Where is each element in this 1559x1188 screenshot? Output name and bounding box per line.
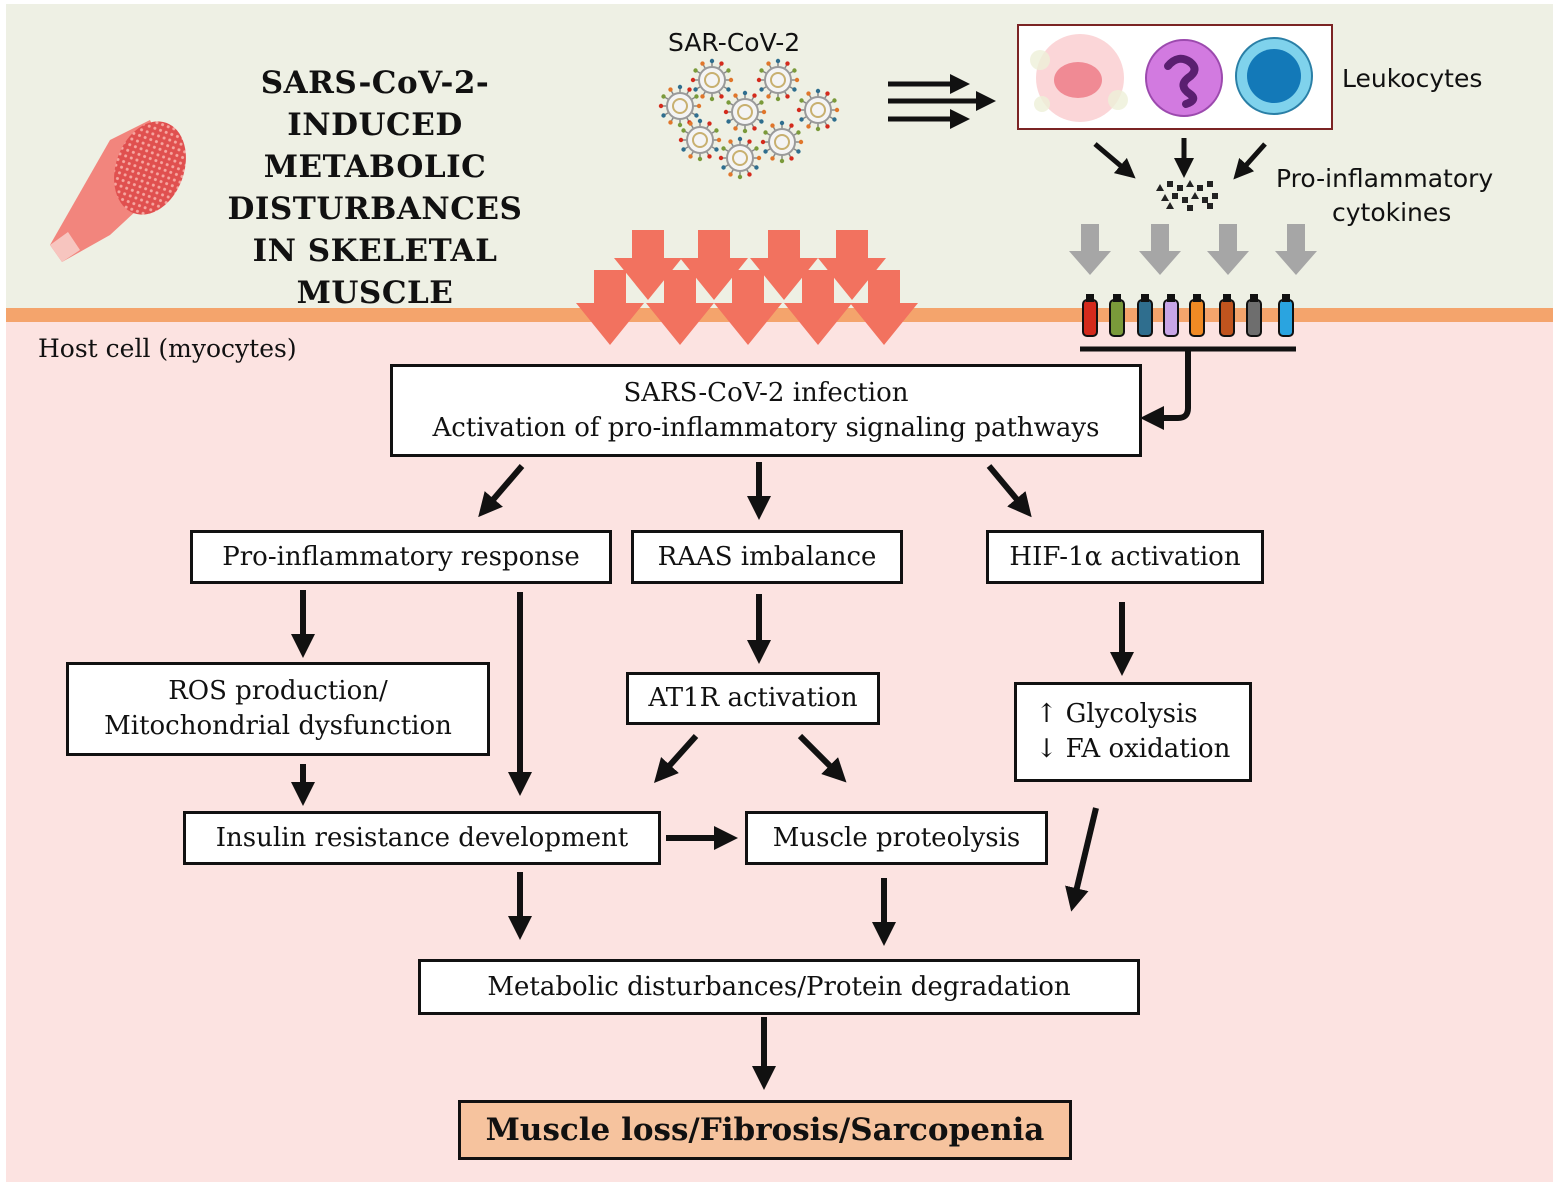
at1r-to-insulin-arrow (653, 733, 699, 783)
virus-particle-icon (756, 58, 800, 102)
receptor-icon (1246, 294, 1262, 337)
infection-to-hif-arrow (986, 464, 1032, 518)
receptor-icon (1137, 294, 1153, 337)
metabolic-disturbances-box: Metabolic disturbances/Protein degradati… (418, 959, 1140, 1015)
hif-activation-box: HIF-1α activation (986, 530, 1264, 584)
virus-particle-icon (760, 120, 804, 164)
receptor-icon (1219, 294, 1235, 337)
virus-particle-icon (718, 136, 762, 180)
cytokines-label-line-1: Pro-inflammatory (1276, 164, 1494, 193)
virus-particle-icon (658, 84, 702, 128)
ros-line-1: ROS production/ (168, 676, 388, 706)
title-line-4: IN SKELETAL (252, 233, 498, 269)
virus-entry-arrow (784, 270, 852, 345)
virus-label: SAR-CoV-2 (668, 28, 801, 57)
glycolysis-to-metabolic-arrow (1065, 807, 1099, 912)
at1r-activation-text: AT1R activation (648, 683, 858, 713)
proinflammatory-response-box: Pro-inflammatory response (190, 530, 612, 584)
receptor-icon (1278, 294, 1294, 337)
muscle-proteolysis-box: Muscle proteolysis (745, 811, 1048, 865)
lymphocyte-icon (1235, 37, 1313, 115)
insulin-resistance-box: Insulin resistance development (183, 811, 661, 865)
neutrophil-icon (1145, 39, 1223, 117)
virus-entry-arrow (714, 270, 782, 345)
raas-imbalance-text: RAAS imbalance (657, 541, 877, 572)
virus-entry-arrow (614, 230, 682, 300)
virus-particle-icon (723, 90, 767, 134)
at1r-activation-box: AT1R activation (626, 672, 880, 725)
title-line-2: METABOLIC (263, 149, 487, 185)
cytokine-signal-arrow (1069, 224, 1111, 275)
receptor-to-infection-arrow (1140, 350, 1191, 430)
virus-particle-icon (690, 58, 734, 102)
hif-activation-text: HIF-1α activation (1009, 541, 1241, 572)
metabolic-disturbances-text: Metabolic disturbances/Protein degradati… (487, 971, 1071, 1002)
receptor-icon (1109, 294, 1125, 337)
virus-entry-arrow (850, 270, 918, 345)
leukocyte-to-cytokine-arrow (1233, 142, 1267, 180)
title-line-3: DISTURBANCES (227, 191, 523, 227)
muscle-proteolysis-text: Muscle proteolysis (772, 822, 1021, 853)
infection-to-proinflammatory-arrow (478, 464, 525, 518)
cytokine-cluster-icon (1156, 180, 1218, 211)
proinflammatory-response-text: Pro-inflammatory response (222, 541, 580, 572)
virus-particle-icon (678, 118, 722, 162)
virus-entry-arrow (646, 270, 714, 345)
receptor-icon (1189, 294, 1205, 337)
macrophage-icon (1030, 34, 1128, 122)
virus-particle-icon (796, 88, 840, 132)
cytokine-signal-arrow (1275, 224, 1317, 275)
ros-line-2: Mitochondrial dysfunction (104, 711, 452, 741)
virus-entry-arrow (818, 230, 886, 300)
fa-oxidation-text: ↓ FA oxidation (1035, 734, 1231, 764)
glycolysis-box: ↑ Glycolysis ↓ FA oxidation (1014, 682, 1252, 782)
receptor-icon (1163, 294, 1179, 337)
cytokine-signal-arrow (1139, 224, 1181, 275)
final-outcome-box: Muscle loss/Fibrosis/Sarcopenia (458, 1100, 1072, 1160)
at1r-to-proteolysis-arrow (797, 733, 847, 783)
glycolysis-text: ↑ Glycolysis (1035, 699, 1198, 729)
cytokines-label-line-2: cytokines (1332, 198, 1452, 227)
leukocytes-label: Leukocytes (1342, 64, 1483, 93)
virus-entry-arrow (576, 270, 644, 345)
infection-line-1: SARS-CoV-2 infection (623, 377, 909, 408)
raas-imbalance-box: RAAS imbalance (631, 530, 903, 584)
insulin-resistance-text: Insulin resistance development (215, 822, 629, 853)
title-line-1: SARS-CoV-2-INDUCED (260, 65, 490, 143)
leukocyte-to-cytokine-arrow (1093, 142, 1136, 179)
diagram-title: SARS-CoV-2-INDUCED METABOLIC DISTURBANCE… (175, 62, 575, 314)
infection-line-2: Activation of pro-inflammatory signaling… (432, 412, 1100, 443)
cytokine-signal-arrow (1207, 224, 1249, 275)
receptor-icon (1082, 294, 1098, 337)
ros-box: ROS production/ Mitochondrial dysfunctio… (66, 662, 490, 756)
infection-box: SARS-CoV-2 infection Activation of pro-i… (390, 364, 1142, 457)
virus-entry-arrow (680, 230, 748, 300)
final-outcome-text: Muscle loss/Fibrosis/Sarcopenia (485, 1111, 1045, 1148)
title-line-5: MUSCLE (296, 275, 454, 311)
host-cell-label: Host cell (myocytes) (38, 334, 297, 363)
virus-entry-arrow (750, 230, 818, 300)
